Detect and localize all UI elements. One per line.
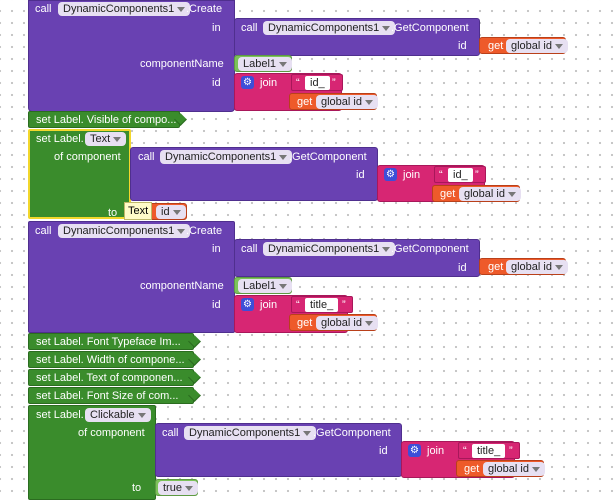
join-keyword: join	[427, 445, 445, 457]
set-label-keyword: set Label.	[36, 409, 84, 421]
id-socket-label: id	[356, 169, 365, 181]
text-string-field[interactable]: id_	[305, 76, 330, 90]
call-keyword: call	[241, 243, 258, 255]
create-block-2[interactable]	[28, 221, 235, 333]
variable-dropdown[interactable]: id	[156, 205, 186, 219]
open-quote: “	[296, 299, 300, 311]
component-name-socket-label: componentName	[140, 58, 224, 70]
gear-icon[interactable]: ⚙	[408, 444, 421, 457]
component-dropdown[interactable]: DynamicComponents1	[263, 242, 396, 256]
variable-dropdown[interactable]: global id	[316, 316, 378, 330]
collapsed-block-text: set Label. Width of compone...	[36, 354, 185, 366]
in-socket-label: in	[212, 243, 221, 255]
get-keyword: get	[297, 96, 313, 108]
open-quote: “	[296, 77, 300, 89]
variable-dropdown[interactable]: global id	[506, 39, 568, 53]
component-name-socket-label: componentName	[140, 280, 224, 292]
id-socket-label: id	[458, 262, 467, 274]
get-keyword: get	[464, 463, 480, 475]
component-literal-dropdown[interactable]: Label1	[238, 279, 293, 293]
get-keyword: get	[297, 317, 313, 329]
id-socket-label: id	[458, 40, 467, 52]
component-dropdown[interactable]: DynamicComponents1	[58, 2, 191, 16]
get-component-method-label: .GetComponent	[289, 151, 367, 163]
to-socket-label: to	[132, 482, 142, 494]
gear-icon[interactable]: ⚙	[384, 168, 397, 181]
in-socket-label: in	[212, 22, 221, 34]
id-socket-label: id	[379, 445, 388, 457]
join-keyword: join	[260, 299, 278, 311]
call-keyword: call	[35, 3, 52, 15]
get-keyword: get	[488, 261, 504, 273]
close-quote: ”	[332, 77, 336, 89]
component-dropdown[interactable]: DynamicComponents1	[263, 21, 396, 35]
open-quote: “	[439, 169, 443, 181]
call-keyword: call	[241, 22, 258, 34]
get-keyword: get	[440, 188, 456, 200]
to-socket-label: to	[108, 207, 118, 219]
property-dropdown[interactable]: Clickable	[85, 408, 151, 422]
get-component-method-label: .GetComponent	[391, 243, 469, 255]
collapsed-block-text: set Label. Font Typeface Im...	[36, 336, 181, 348]
call-keyword: call	[138, 151, 155, 163]
collapsed-block-text: set Label. Text of componen...	[36, 372, 183, 384]
collapsed-block-text: set Label. Font Size of com...	[36, 390, 179, 402]
join-keyword: join	[260, 77, 278, 89]
create-method-label: .Create	[186, 3, 223, 15]
variable-dropdown[interactable]: global id	[506, 260, 568, 274]
of-component-socket-label: of component	[78, 427, 145, 439]
text-string-field[interactable]: title_	[472, 444, 506, 458]
set-label-keyword: set Label.	[36, 133, 84, 145]
close-quote: ”	[475, 169, 479, 181]
tooltip: Text	[124, 202, 153, 220]
text-string-field[interactable]: title_	[305, 298, 339, 312]
variable-dropdown[interactable]: global id	[483, 462, 545, 476]
id-socket-label: id	[212, 77, 221, 89]
create-block-1[interactable]	[28, 0, 235, 112]
join-keyword: join	[403, 169, 421, 181]
text-string-field[interactable]: id_	[448, 168, 473, 182]
create-method-label: .Create	[186, 225, 223, 237]
get-component-method-label: .GetComponent	[313, 427, 391, 439]
gear-icon[interactable]: ⚙	[241, 298, 254, 311]
component-literal-dropdown[interactable]: Label1	[238, 57, 293, 71]
variable-dropdown[interactable]: global id	[459, 187, 521, 201]
call-keyword: call	[35, 225, 52, 237]
property-dropdown[interactable]: Text	[85, 132, 127, 146]
component-dropdown[interactable]: DynamicComponents1	[184, 426, 317, 440]
gear-icon[interactable]: ⚙	[241, 76, 254, 89]
close-quote: ”	[509, 445, 513, 457]
boolean-dropdown[interactable]: true	[158, 481, 198, 495]
collapsed-block-text: set Label. Visible of compo...	[36, 114, 177, 126]
close-quote: ”	[342, 299, 346, 311]
id-socket-label: id	[212, 299, 221, 311]
open-quote: “	[463, 445, 467, 457]
variable-dropdown[interactable]: global id	[316, 95, 378, 109]
of-component-socket-label: of component	[54, 151, 121, 163]
component-dropdown[interactable]: DynamicComponents1	[58, 224, 191, 238]
get-keyword: get	[488, 40, 504, 52]
component-dropdown[interactable]: DynamicComponents1	[160, 150, 293, 164]
call-keyword: call	[162, 427, 179, 439]
get-component-method-label: .GetComponent	[391, 22, 469, 34]
